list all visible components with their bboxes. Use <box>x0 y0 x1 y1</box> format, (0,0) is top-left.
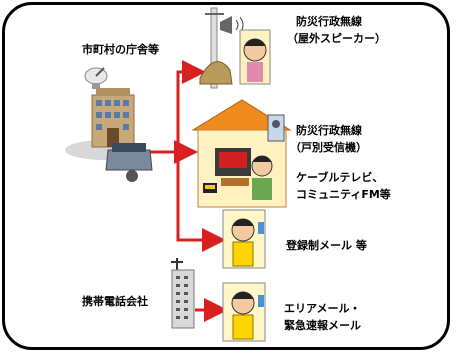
label-outdoor-speaker-2: （屋外スピーカー） <box>287 32 386 45</box>
receiver-icon <box>267 114 285 142</box>
label-outdoor-speaker-1: 防災行政無線 <box>296 15 362 28</box>
label-area-mail-2: 緊急速報メール <box>284 319 361 332</box>
radio-icon <box>203 183 217 193</box>
label-community-fm: コミュニティFM等 <box>296 188 391 201</box>
distribution-arrows <box>150 60 228 322</box>
arrow-to-speaker <box>176 60 206 152</box>
satellite-dish-icon <box>84 67 108 89</box>
label-registered-mail: 登録制メール 等 <box>286 239 367 252</box>
label-household-receiver-2: （戸別受信機） <box>290 141 367 154</box>
household-listener-icon <box>251 155 273 200</box>
carrier-building-icon <box>171 269 195 329</box>
phone-user-icon-2 <box>222 282 266 342</box>
control-desk-icon <box>105 143 153 182</box>
listener-speaker-icon <box>239 29 271 85</box>
arrow-to-mail <box>176 152 226 252</box>
label-cable-tv: ケーブルテレビ、 <box>296 171 384 184</box>
label-city-office: 市町村の庁舎等 <box>82 43 159 56</box>
label-area-mail-1: エリアメール・ <box>284 302 361 315</box>
phone-user-icon-1 <box>222 209 266 269</box>
label-carrier: 携帯電話会社 <box>82 295 148 308</box>
tv-icon <box>215 148 251 186</box>
speaker-pole-icon <box>199 7 244 89</box>
label-household-receiver-1: 防災行政無線 <box>296 124 362 137</box>
